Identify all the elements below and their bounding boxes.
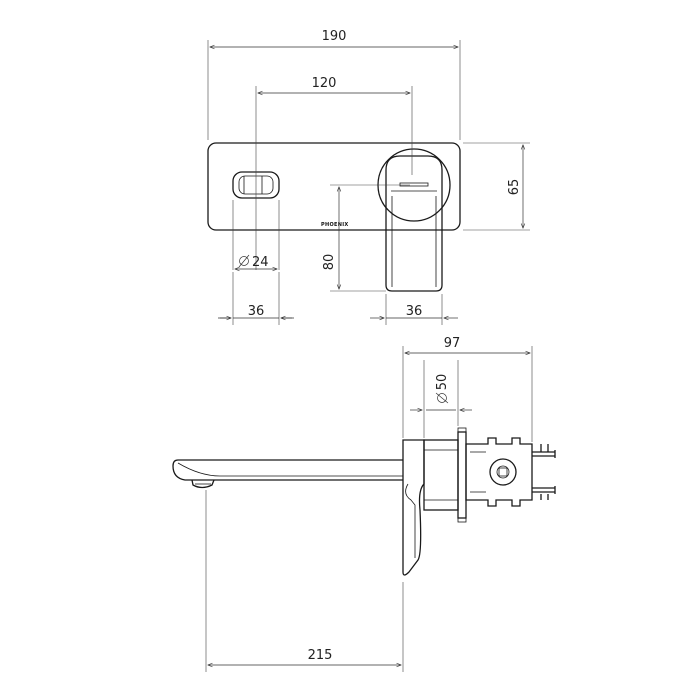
dimension-120: 120 — [255, 76, 413, 270]
spout-side — [172, 459, 403, 481]
dimension-label-120: 120 — [312, 76, 337, 91]
dimension-label-24: 24 — [252, 255, 269, 270]
mounting-bolts — [532, 444, 556, 500]
dimension-label-65: 65 — [507, 179, 522, 196]
valve-body — [465, 437, 533, 507]
dimension-50: 50 — [410, 360, 472, 438]
dimension-215: 215 — [205, 490, 404, 672]
dimension-label-97: 97 — [444, 336, 461, 351]
diameter-icon — [435, 392, 449, 404]
dimension-label-80: 80 — [322, 254, 337, 271]
mixer-handle-front — [377, 148, 451, 292]
dimension-65: 65 — [463, 142, 530, 231]
dimension-24: 24 — [232, 200, 280, 270]
mixer-handle-side — [402, 439, 425, 576]
dimension-label-36-left: 36 — [248, 304, 265, 319]
dimension-label-190: 190 — [322, 29, 347, 44]
dimension-80: 80 — [322, 184, 410, 292]
dimension-36-right: 36 — [370, 294, 458, 325]
side-view — [172, 427, 556, 576]
dimension-36-left: 36 — [218, 272, 294, 325]
dimension-label-36-right: 36 — [406, 304, 423, 319]
spout-aerator — [191, 479, 215, 489]
wall-plate — [207, 142, 461, 231]
brand-mark: PHOENIX — [321, 222, 349, 228]
dimension-label-50: 50 — [435, 374, 450, 391]
diameter-icon — [238, 254, 250, 268]
dimension-190: 190 — [207, 29, 461, 140]
dimension-label-215: 215 — [308, 648, 333, 663]
dimension-97: 97 — [402, 336, 533, 442]
